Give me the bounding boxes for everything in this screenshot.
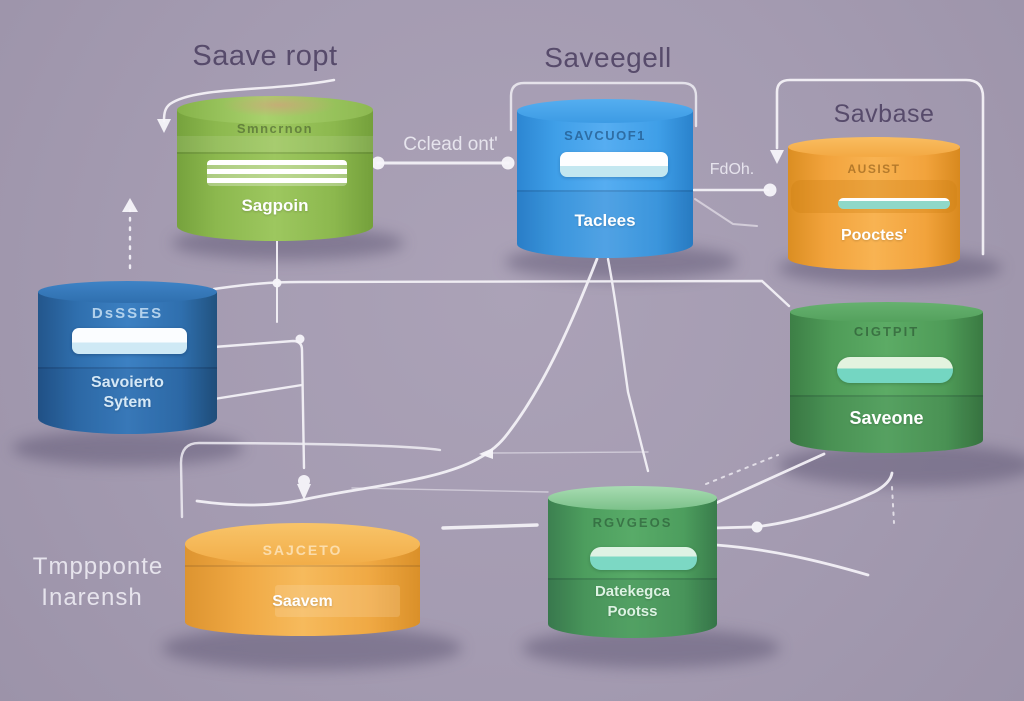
cylinder-body — [517, 111, 693, 258]
db-cylinder-green-bottom-center: RGVGEOS Datekegca Pootss — [548, 486, 717, 638]
cylinder-seam — [548, 578, 717, 580]
thin-line-low — [351, 487, 549, 493]
heavy-short-line — [441, 523, 539, 530]
cylinder-label: Saveone — [849, 408, 924, 428]
cylinder-lower-band — [790, 395, 983, 453]
shadow — [12, 430, 244, 466]
cylinder-seam — [517, 190, 693, 192]
junction-node-icon — [295, 334, 305, 344]
thin-line-mid — [491, 451, 649, 454]
title-top-center: Saveegell — [544, 42, 672, 73]
cylinder-label: Saavem — [272, 593, 333, 610]
cylinder-header: AUSIST — [847, 162, 901, 176]
fan-line-down — [714, 543, 870, 577]
cylinder-label: Taclees — [574, 211, 636, 230]
db-cylinder-blue-mid-left: DsSSES Savoierto Sytem — [38, 281, 217, 434]
db-cylinder-green-top-left: Smncrnon Sagpoin — [177, 96, 373, 241]
db-cylinder-orange-top-right: AUSIST Pooctes' — [788, 137, 960, 270]
db-cylinder-orange-bottom-left: SAJCETO Saavem — [185, 523, 420, 636]
cylinder-highlight — [177, 136, 373, 152]
elbow-loop-line — [179, 441, 442, 519]
big-swoop-curve — [195, 257, 599, 507]
main-horizontal-line — [212, 279, 791, 308]
data-bar — [590, 547, 697, 570]
cylinder-label: Pooctes' — [840, 227, 908, 244]
data-bar — [207, 160, 347, 186]
cylinder-top — [517, 99, 693, 123]
fan-line-curve — [712, 471, 894, 530]
side-note-line2: Inarensh — [41, 584, 143, 611]
cylinder-seam — [185, 565, 420, 567]
db-cylinder-blue-top-center: SAVCUOF1 Taclees — [517, 99, 693, 258]
cylinder-top — [185, 523, 420, 565]
steep-line — [606, 257, 650, 473]
cylinder-header: CIGTPIT — [853, 324, 920, 339]
title-top-left: Saave ropt — [192, 40, 338, 72]
cylinder-header: SAJCETO — [262, 542, 343, 558]
fan-line-up — [714, 452, 826, 505]
short-diagonal-line — [694, 198, 758, 227]
curved-arrow-line — [162, 78, 336, 123]
cylinder-lower-band — [548, 578, 717, 638]
pin-arrow-icon — [297, 484, 311, 500]
cylinder-seam — [177, 152, 373, 154]
cylinder-header: RGVGEOS — [592, 515, 673, 530]
label-panel — [275, 585, 400, 617]
arrowhead-down-icon — [157, 119, 171, 133]
connector-label-left: Cclead ont' — [403, 134, 498, 155]
blue-bracket — [509, 81, 698, 132]
cylinder-top — [788, 137, 960, 157]
cylinder-top — [548, 486, 717, 510]
data-bar — [837, 357, 953, 383]
data-bar — [72, 328, 187, 354]
cylinder-header: Smncrnon — [236, 121, 314, 136]
cylinder-label: Savoierto — [91, 374, 164, 391]
cylinder-label-line2: Pootss — [607, 603, 658, 620]
elbow-to-pin-line — [212, 339, 306, 470]
title-top-right: Savbase — [833, 100, 935, 128]
orange-bracket — [775, 78, 985, 256]
cylinder-top — [177, 96, 373, 124]
connector-label-right: FdOh. — [709, 161, 755, 178]
cylinder-label: Sagpoin — [241, 196, 309, 215]
cylinder-top — [790, 302, 983, 322]
arrowhead-down-icon — [770, 150, 784, 164]
cylinder-header: DsSSES — [91, 305, 164, 322]
cylinder-header: SAVCUOF1 — [564, 128, 646, 143]
cylinder-top — [38, 281, 217, 303]
cylinder-seam — [38, 367, 217, 369]
endpoint-dot-icon — [371, 156, 385, 170]
db-cylinder-green-mid-right: CIGTPIT Saveone — [790, 302, 983, 453]
data-bar — [838, 198, 950, 209]
cylinder-body — [38, 292, 217, 434]
arrowhead-up-icon — [122, 198, 138, 212]
side-note-line1: Tmppponte — [32, 553, 164, 580]
diagonal-join-line — [212, 383, 304, 401]
junction-node-icon — [272, 278, 282, 288]
endpoint-dot-icon — [501, 156, 515, 170]
cylinder-label: Datekegca — [594, 583, 671, 600]
cylinder-lower-band — [517, 190, 693, 258]
endpoint-dot-icon — [763, 183, 777, 197]
data-bar — [560, 152, 668, 177]
arrowhead-left-icon — [479, 448, 493, 459]
endpoint-dot-icon — [751, 521, 763, 533]
cylinder-label-line2: Sytem — [103, 394, 152, 411]
cylinder-seam — [790, 395, 983, 397]
dashed-vertical — [891, 486, 895, 524]
cylinder-lower-band — [38, 367, 217, 434]
